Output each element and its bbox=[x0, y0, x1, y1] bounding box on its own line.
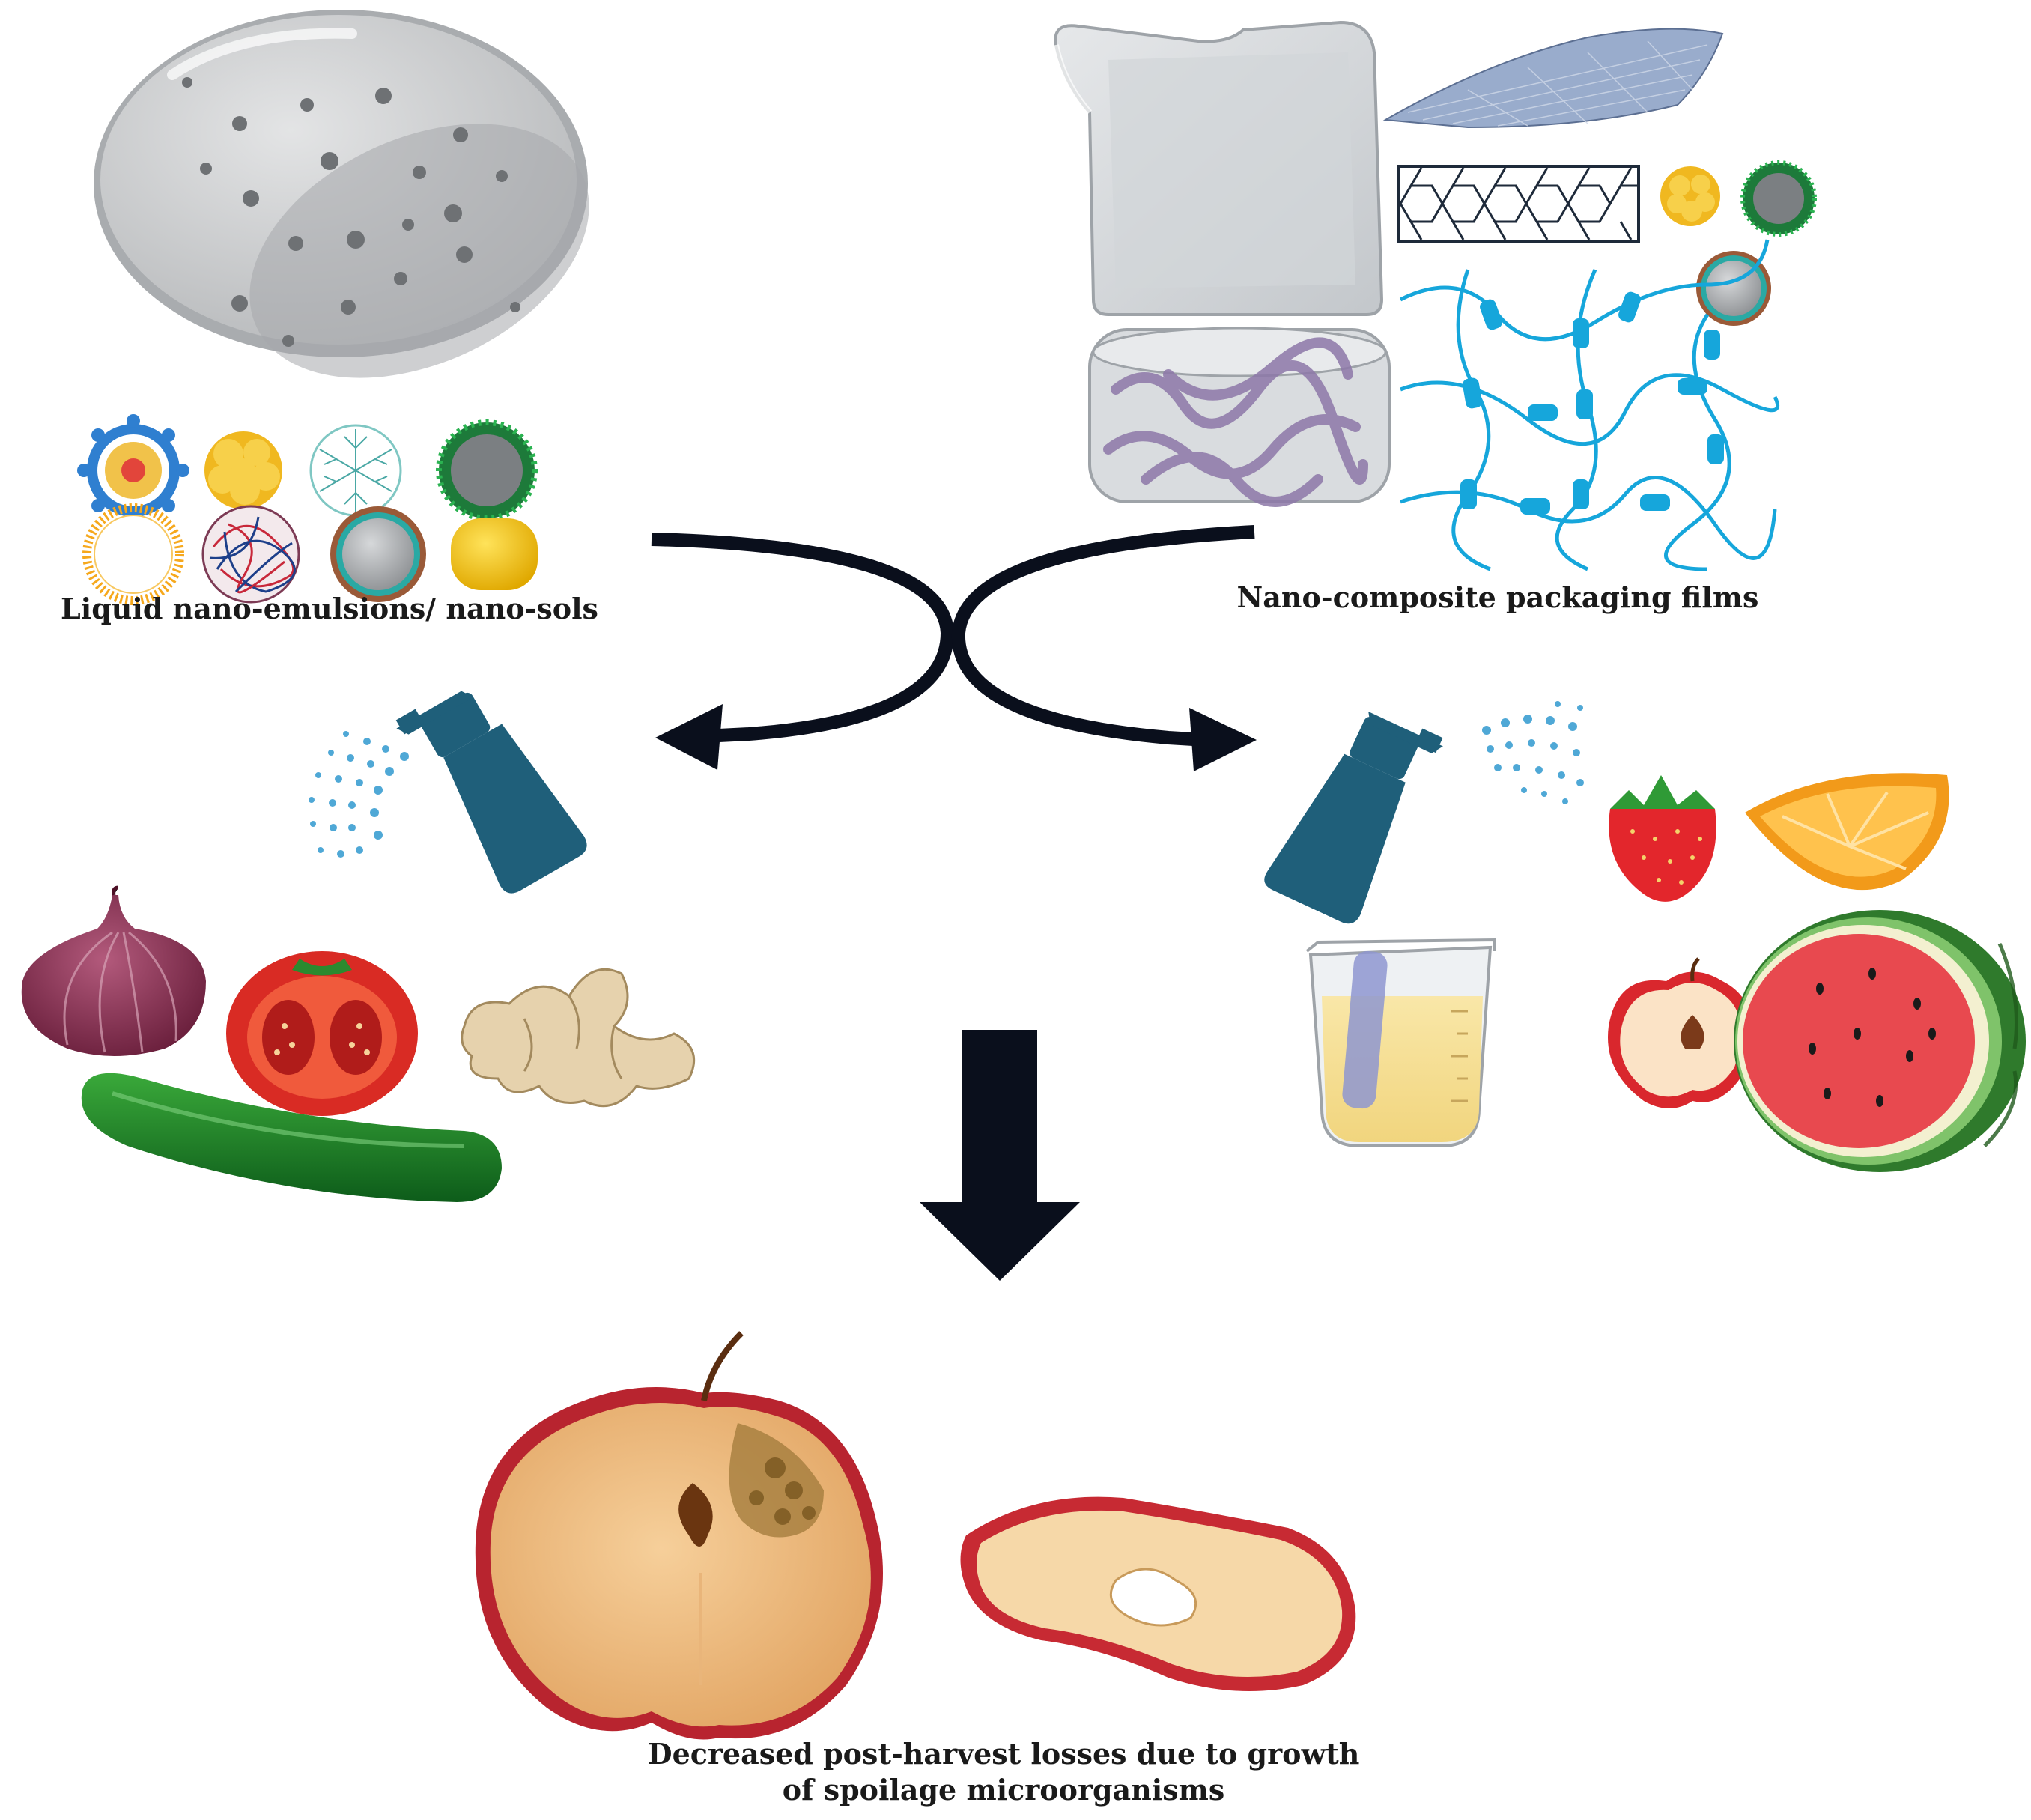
spray-bottle-icon bbox=[309, 691, 587, 894]
nanoparticle-icon bbox=[77, 414, 538, 605]
outcome-caption: Decreased post-harvest losses due to gro… bbox=[487, 1736, 1520, 1808]
nano-emulsions-caption: Liquid nano-emulsions/ nano-sols bbox=[61, 592, 598, 625]
graphene-sheet-icon bbox=[1382, 28, 1724, 129]
watermelon-icon bbox=[1734, 910, 2026, 1172]
apple-icon bbox=[1607, 957, 1752, 1108]
onion-icon bbox=[21, 885, 206, 1056]
ginger-icon bbox=[461, 968, 696, 1108]
polymer-network-icon bbox=[1399, 239, 1780, 571]
cucumber-icon bbox=[81, 1073, 502, 1202]
orange-icon bbox=[1745, 773, 1949, 891]
tomato-icon bbox=[226, 951, 418, 1116]
outcome-caption-line2: of spoilage microorganisms bbox=[782, 1773, 1225, 1807]
dried-apple-icon bbox=[960, 1496, 1356, 1691]
arrowhead-left bbox=[655, 704, 723, 770]
petri-dish-icon bbox=[94, 10, 589, 378]
down-arrow bbox=[920, 1030, 1080, 1281]
packaging-films-caption: Nano-composite packaging films bbox=[1236, 580, 1759, 614]
nanotube-icon bbox=[1397, 165, 1640, 243]
rotten-apple-icon bbox=[475, 1331, 883, 1740]
beaker-icon bbox=[1305, 938, 1496, 1147]
strawberry-icon bbox=[1609, 775, 1716, 902]
plastic-bag-icon bbox=[1053, 20, 1391, 507]
outcome-caption-line1: Decreased post-harvest losses due to gro… bbox=[647, 1737, 1360, 1771]
nanoparticle-icon bbox=[1660, 160, 1817, 326]
arrowhead-right bbox=[1189, 708, 1257, 771]
crossing-arrows bbox=[651, 525, 1255, 747]
spray-bottle-icon bbox=[1264, 701, 1584, 924]
